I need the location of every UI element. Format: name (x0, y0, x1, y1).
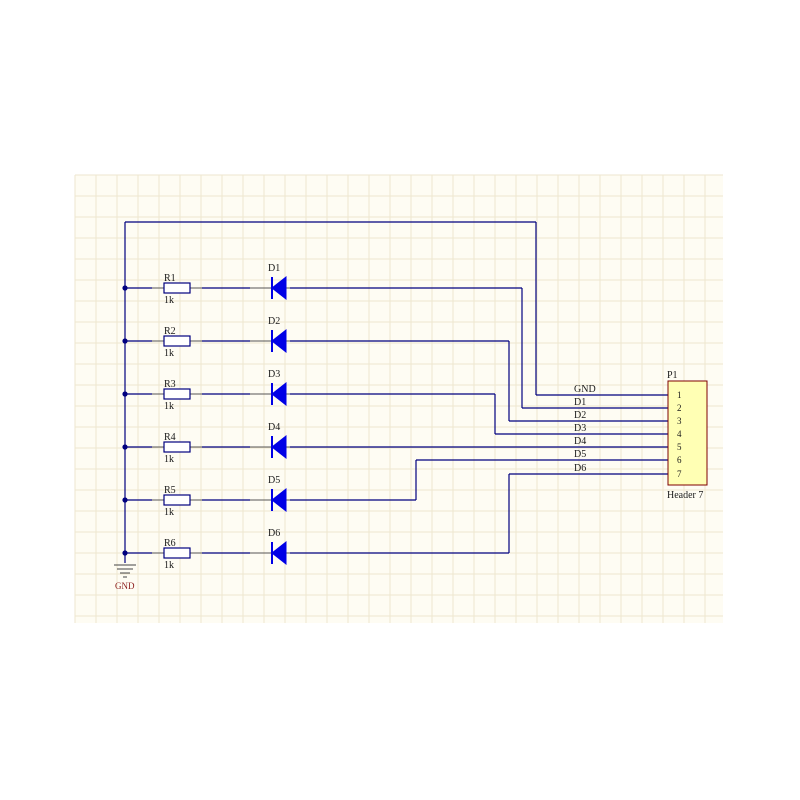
diode-ref: D2 (268, 316, 280, 327)
header-pin-number: 6 (677, 455, 682, 465)
resistor-value: 1k (164, 348, 174, 359)
resistor-value: 1k (164, 295, 174, 306)
net-label: GND (574, 384, 596, 395)
header-pin-number: 3 (677, 416, 682, 426)
resistor-ref: R4 (164, 432, 176, 443)
resistor-value: 1k (164, 560, 174, 571)
resistor[interactable] (163, 282, 191, 294)
wires (124, 221, 668, 563)
resistor-ref: R1 (164, 273, 176, 284)
diode-ref: D6 (268, 528, 280, 539)
diode[interactable] (271, 381, 287, 407)
resistor-ref: R5 (164, 485, 176, 496)
header-body[interactable] (667, 380, 708, 486)
diode[interactable] (271, 540, 287, 566)
resistor-ref: R2 (164, 326, 176, 337)
circuit-row: R5 1k D5 (122, 475, 290, 518)
diode[interactable] (271, 275, 287, 301)
resistor[interactable] (163, 494, 191, 506)
diode-ref: D5 (268, 475, 280, 486)
ground-symbol: GND (114, 564, 136, 591)
header-pin-numbers: 1 2 3 4 5 6 7 (677, 390, 682, 479)
resistor-ref: R6 (164, 538, 176, 549)
resistor[interactable] (163, 335, 191, 347)
diode[interactable] (271, 434, 287, 460)
diode-ref: D1 (268, 263, 280, 274)
net-label: D3 (574, 423, 586, 434)
circuit-row: R2 1k D2 (122, 316, 290, 359)
diode[interactable] (271, 487, 287, 513)
net-label: D5 (574, 449, 586, 460)
circuit-row: R1 1k D1 (122, 263, 290, 306)
circuit-row: R6 1k D6 (122, 528, 290, 571)
diode[interactable] (271, 328, 287, 354)
net-label: D2 (574, 410, 586, 421)
resistor-ref: R3 (164, 379, 176, 390)
header-pin-number: 2 (677, 403, 682, 413)
header-ref: P1 (667, 370, 678, 381)
net-label: D1 (574, 397, 586, 408)
header-pin-number: 1 (677, 390, 682, 400)
circuit-row: R3 1k D3 (122, 369, 290, 412)
header-p1[interactable]: P1 1 2 3 4 5 6 7 Header 7 (667, 370, 708, 501)
resistor-value: 1k (164, 454, 174, 465)
ground-label: GND (115, 581, 135, 591)
net-label: D4 (574, 436, 586, 447)
header-pin-number: 4 (677, 429, 682, 439)
net-label: D6 (574, 463, 586, 474)
resistor-value: 1k (164, 507, 174, 518)
diode-ref: D4 (268, 422, 280, 433)
resistor[interactable] (163, 441, 191, 453)
header-comment: Header 7 (667, 490, 703, 501)
circuit-row: R4 1k D4 (122, 422, 290, 465)
resistor[interactable] (163, 547, 191, 559)
resistor-value: 1k (164, 401, 174, 412)
header-pin-number: 5 (677, 442, 682, 452)
diode-ref: D3 (268, 369, 280, 380)
header-pin-number: 7 (677, 469, 682, 479)
resistor[interactable] (163, 388, 191, 400)
